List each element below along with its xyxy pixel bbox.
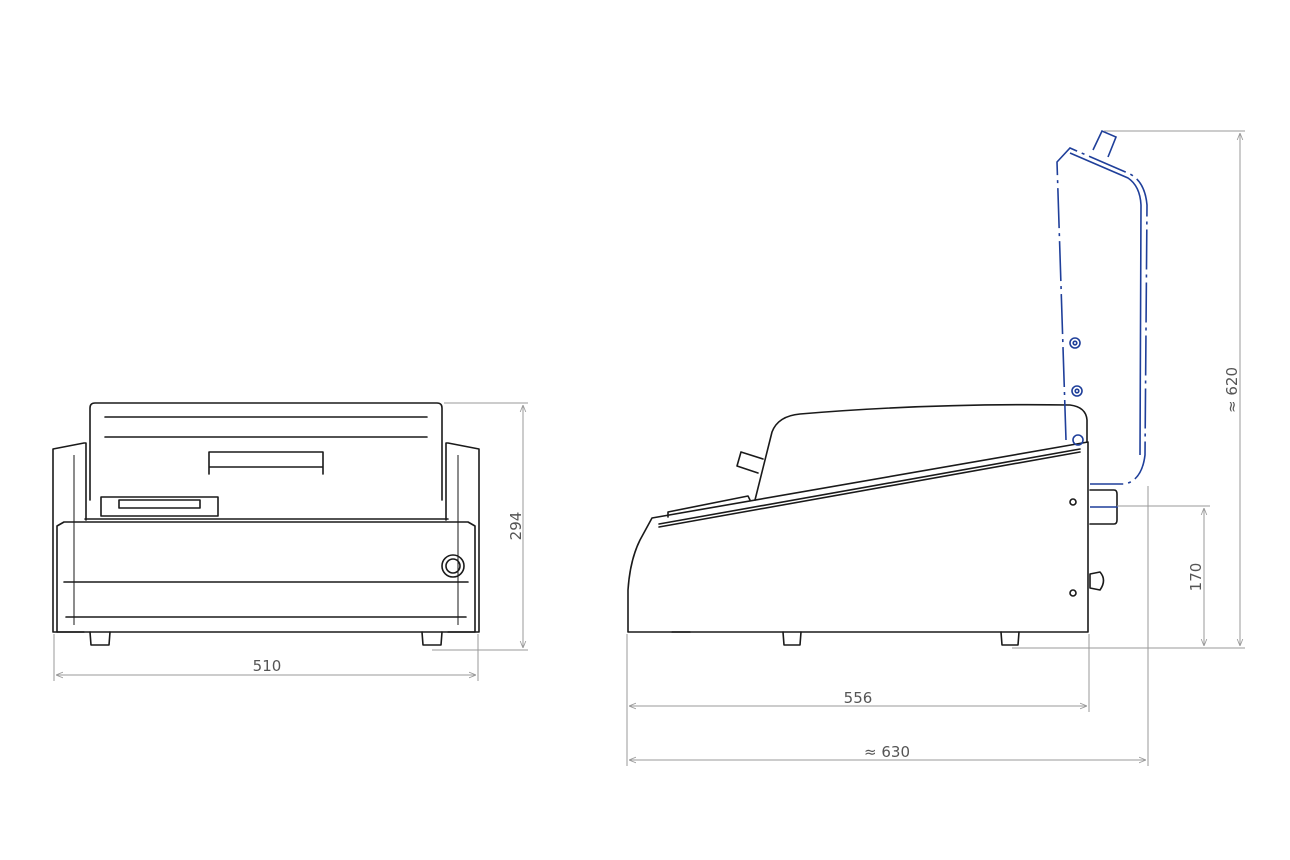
side-lid-closed (754, 403, 1088, 501)
side-foot-rear (1000, 631, 1020, 646)
front-body (56, 521, 476, 633)
dimension-height-620: ≈ 620 (1223, 367, 1241, 413)
front-view (52, 402, 480, 646)
front-dimensions: 510 294 (53, 402, 528, 681)
dimension-height-294: 294 (507, 512, 525, 541)
front-lid-handle (208, 451, 324, 475)
front-foot-right (421, 631, 443, 646)
side-screw (1069, 498, 1077, 506)
open-lid-handle (1092, 129, 1118, 158)
side-lid-handle (736, 451, 764, 474)
front-display (100, 496, 219, 517)
hinge-icon (1069, 337, 1081, 349)
right-side-arm (445, 442, 480, 633)
side-view (627, 403, 1118, 646)
side-dimensions: 556 ≈ 630 170 ≈ 620 (626, 130, 1245, 766)
hinge-icon (1072, 434, 1084, 446)
side-foot-front (782, 631, 802, 646)
hinge-icon (1071, 385, 1083, 397)
left-side-arm (52, 442, 87, 633)
dimension-height-170: 170 (1187, 563, 1205, 592)
side-body (627, 441, 1089, 633)
open-lid (1056, 129, 1148, 508)
dimension-length-630: ≈ 630 (864, 743, 910, 761)
power-button (441, 554, 465, 578)
side-screw (1069, 589, 1077, 597)
cable-gland (1089, 571, 1105, 591)
front-lid (89, 402, 443, 501)
front-foot-left (89, 631, 111, 646)
dimension-length-556: 556 (844, 689, 873, 707)
dimension-width-510: 510 (253, 657, 282, 675)
